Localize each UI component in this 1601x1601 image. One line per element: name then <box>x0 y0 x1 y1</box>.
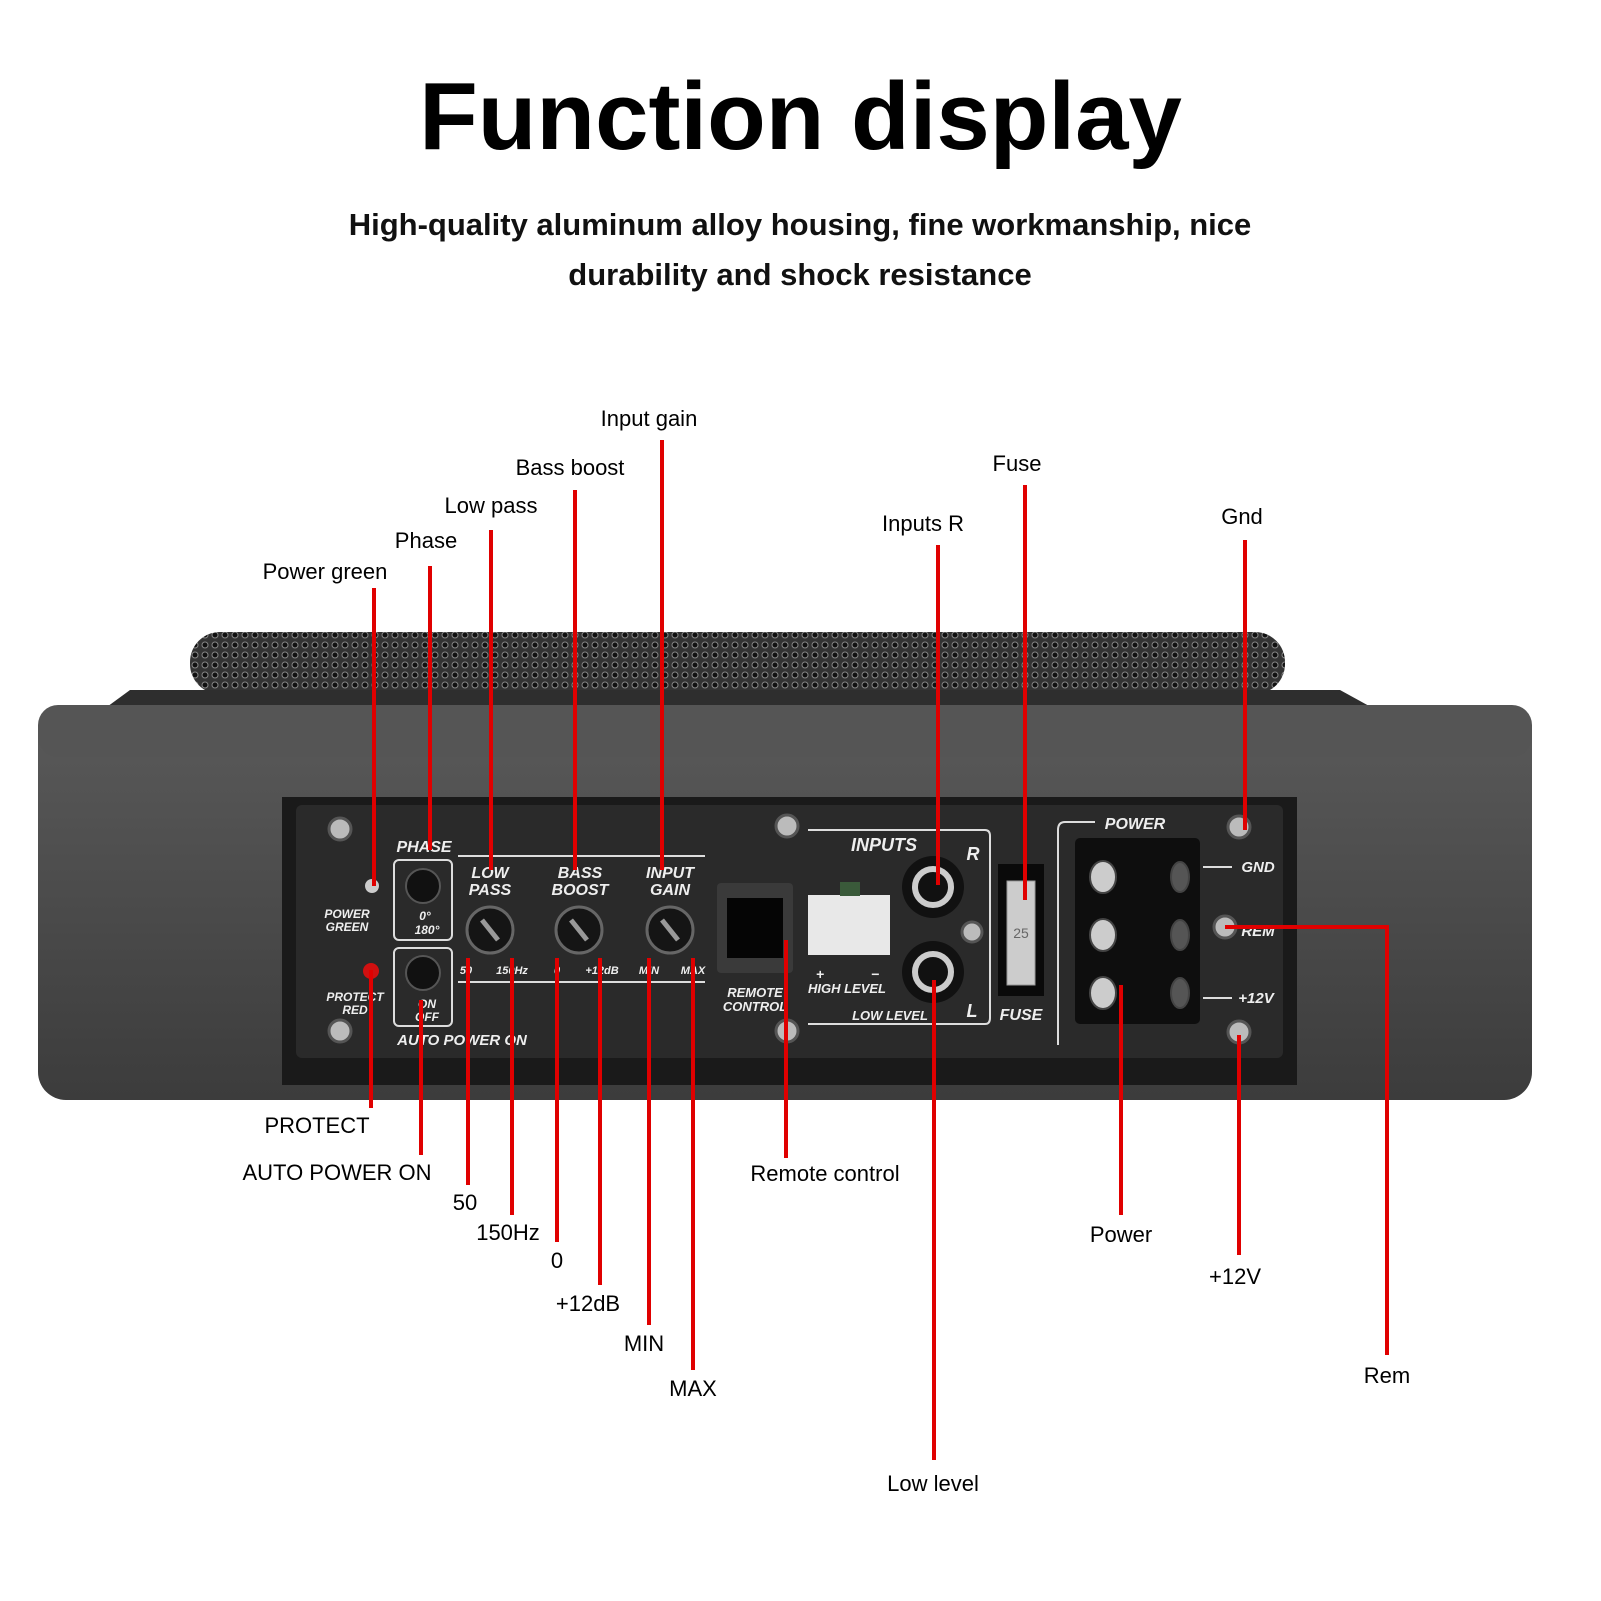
phase-label: PHASE <box>396 839 452 856</box>
callout-150hz: 150Hz <box>476 1220 540 1245</box>
power-green-label: GREEN <box>326 920 369 934</box>
fuse-label: FUSE <box>1000 1007 1044 1024</box>
rca-input-l[interactable] <box>902 941 964 1003</box>
input-gain-label: GAIN <box>650 882 690 899</box>
callout-phase: Phase <box>395 528 457 553</box>
remote-control-label: CONTROL <box>723 999 787 1014</box>
callout-max: MAX <box>669 1376 717 1401</box>
callout-input-gain: Input gain <box>601 406 698 431</box>
plus12v-label: +12V <box>1238 990 1275 1007</box>
input-gain-label: INPUT <box>646 865 695 882</box>
speaker-grille <box>190 632 1285 694</box>
screw-icons <box>327 813 1252 1045</box>
callout-inputs-r: Inputs R <box>882 511 964 536</box>
minus-label: − <box>871 966 879 982</box>
callout-gnd: Gnd <box>1221 504 1263 529</box>
callout-power: Power <box>1090 1222 1152 1247</box>
callout-12v: +12V <box>1209 1264 1261 1289</box>
auto-power-on-label: AUTO POWER ON <box>396 1032 528 1049</box>
callout-fuse: Fuse <box>993 451 1042 476</box>
off-label: OFF <box>415 1010 440 1024</box>
l-label: L <box>967 1001 978 1021</box>
power-green-label: POWER <box>324 907 370 921</box>
callout-low-level: Low level <box>887 1471 979 1496</box>
protect-red-label: RED <box>342 1003 368 1017</box>
callout-lines <box>369 440 1389 1460</box>
phase-180-label: 180° <box>415 923 440 937</box>
protect-red-label: PROTECT <box>326 990 385 1004</box>
bass-boost-label: BOOST <box>552 882 610 899</box>
gnd-label: GND <box>1241 859 1275 876</box>
low-pass-label: PASS <box>469 882 512 899</box>
callout-protect: PROTECT <box>264 1113 369 1138</box>
subwoofer-unit: POWER GREEN PROTECT RED PHASE 0° 180° ON… <box>38 632 1532 1100</box>
plus-label: + <box>816 966 824 982</box>
callout-low-pass: Low pass <box>445 493 538 518</box>
page-title: Function display <box>419 63 1182 170</box>
remote-control-port[interactable] <box>727 898 783 958</box>
callout-remote-control: Remote control <box>750 1161 899 1186</box>
callout-min: MIN <box>624 1331 664 1356</box>
callout-12db: +12dB <box>556 1291 620 1316</box>
callout-50: 50 <box>453 1190 477 1215</box>
callout-labels: Power green Phase Low pass Bass boost In… <box>242 406 1410 1496</box>
callout-bass-boost: Bass boost <box>516 455 625 480</box>
phase-0-label: 0° <box>419 909 431 923</box>
high-level-connector[interactable] <box>808 895 890 955</box>
power-label: POWER <box>1105 816 1166 833</box>
inputs-label: INPUTS <box>851 835 917 855</box>
fuse-rating: 25 <box>1013 925 1029 941</box>
r-label: R <box>967 844 980 864</box>
low-level-label: LOW LEVEL <box>852 1008 928 1023</box>
remote-control-label: REMOTE <box>727 985 783 1000</box>
subtitle: High-quality aluminum alloy housing, fin… <box>348 207 1252 292</box>
high-level-label: HIGH LEVEL <box>808 981 886 996</box>
auto-power-switch[interactable] <box>405 955 441 991</box>
callout-auto-power-on: AUTO POWER ON <box>242 1160 431 1185</box>
callout-0: 0 <box>551 1248 563 1273</box>
bass-boost-label: BASS <box>558 865 603 882</box>
rca-input-r[interactable] <box>902 856 964 918</box>
fuse-icon[interactable] <box>1006 880 1036 986</box>
callout-power-green: Power green <box>263 559 388 584</box>
phase-switch[interactable] <box>405 868 441 904</box>
callout-rem: Rem <box>1364 1363 1410 1388</box>
bb-12-label: +12dB <box>585 965 618 977</box>
low-pass-label: LOW <box>471 865 510 882</box>
